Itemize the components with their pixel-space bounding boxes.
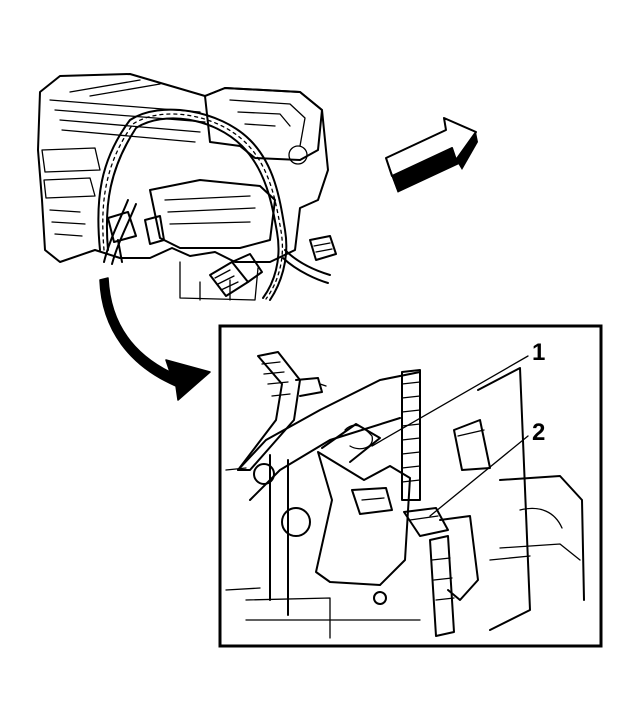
detail-inset: 1 2 (218, 324, 603, 648)
connectors-overview (107, 211, 337, 297)
wiring-harness-overview (97, 108, 331, 301)
callout-2-label: 2 (532, 419, 545, 446)
forward-arrow-icon (385, 117, 478, 193)
hvac-module-overview (37, 73, 329, 301)
callout-2-leader (429, 435, 529, 517)
callout-1-leader (371, 355, 529, 447)
callout-1-label: 1 (532, 339, 545, 366)
curved-arrow-icon (99, 277, 211, 401)
